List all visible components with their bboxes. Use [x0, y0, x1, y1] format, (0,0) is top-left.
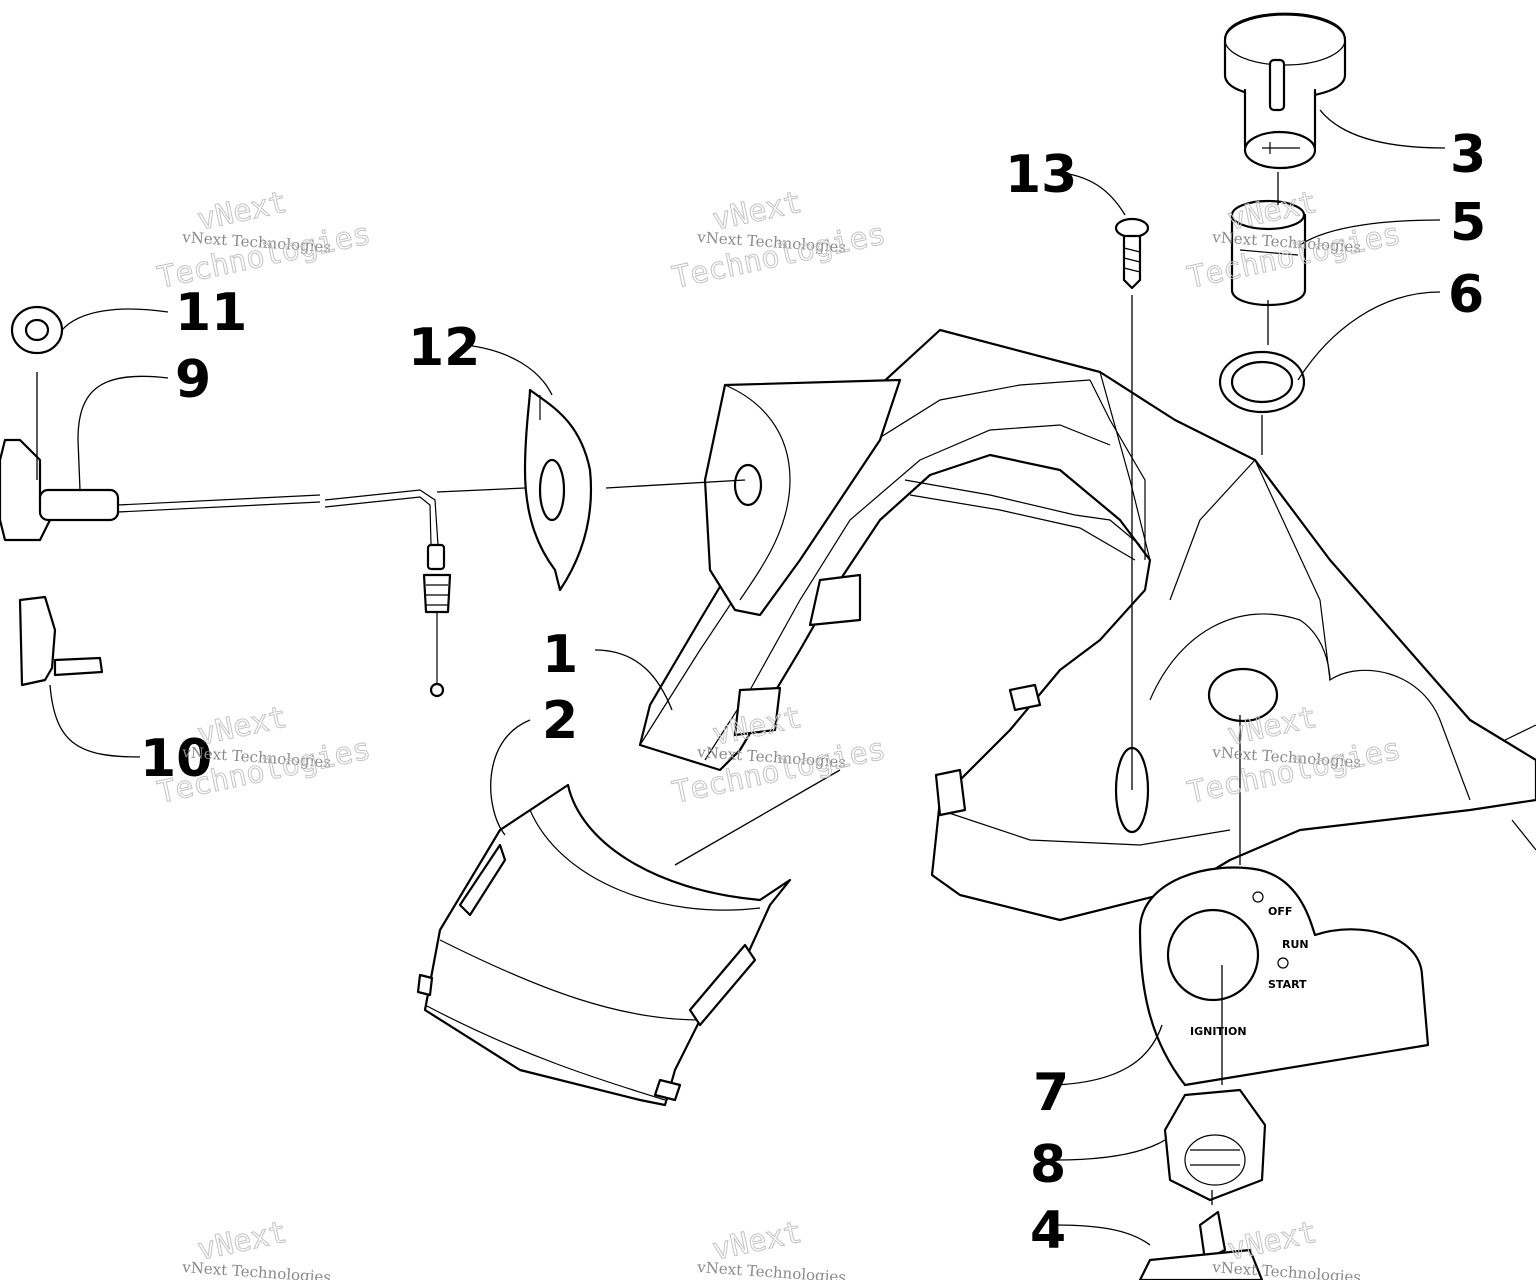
- callout-3: 3: [1450, 125, 1486, 185]
- watermark: vNext vNext Technologies Technologies: [154, 184, 374, 296]
- callout-8: 8: [1030, 1135, 1066, 1195]
- ignition-start-label: START: [1268, 978, 1307, 991]
- watermark: vNext vNext Technologies: [181, 1214, 332, 1280]
- watermark: vNext vNext Technologies Technologies: [669, 184, 889, 296]
- callout-labels: 13 3 5 6 7 8 4 1 2 12 11 9 10: [140, 125, 1486, 1261]
- callout-5: 5: [1450, 193, 1486, 253]
- watermark: vNext vNext Technologies: [1211, 1214, 1362, 1280]
- svg-text:vNext Technologies: vNext Technologies: [181, 1258, 332, 1280]
- sleeve: [1230, 199, 1307, 306]
- callout-12: 12: [408, 318, 480, 378]
- screw: [1114, 217, 1150, 290]
- callout-4: 4: [1030, 1201, 1066, 1261]
- key-switch: [1223, 12, 1347, 170]
- callout-6: 6: [1448, 265, 1484, 325]
- lower-cover: [416, 783, 792, 1107]
- watermark: vNext vNext Technologies: [696, 1214, 847, 1280]
- callout-7: 7: [1033, 1063, 1069, 1123]
- ignition-key: [1138, 1210, 1264, 1280]
- choke-cable: [0, 305, 593, 698]
- callout-11: 11: [175, 283, 247, 343]
- svg-text:vNext Technologies: vNext Technologies: [696, 1258, 847, 1280]
- ignition-title-label: IGNITION: [1190, 1025, 1247, 1038]
- ignition-run-label: RUN: [1282, 938, 1309, 951]
- callout-10: 10: [140, 729, 212, 789]
- callout-2: 2: [542, 691, 578, 751]
- ignition-plate: OFF RUN START IGNITION: [1138, 866, 1430, 1087]
- callout-9: 9: [175, 350, 211, 410]
- callout-13: 13: [1005, 145, 1077, 205]
- ignition-off-label: OFF: [1268, 905, 1292, 918]
- watermark: vNext vNext Technologies Technologies: [154, 699, 374, 811]
- hex-nut: [1163, 1088, 1267, 1202]
- leader-lines: [36, 109, 1446, 1246]
- callout-1: 1: [542, 625, 578, 685]
- lock-washer: [1218, 350, 1306, 414]
- console-housing: [638, 328, 1536, 922]
- svg-text:vNext Technologies: vNext Technologies: [1211, 1258, 1362, 1280]
